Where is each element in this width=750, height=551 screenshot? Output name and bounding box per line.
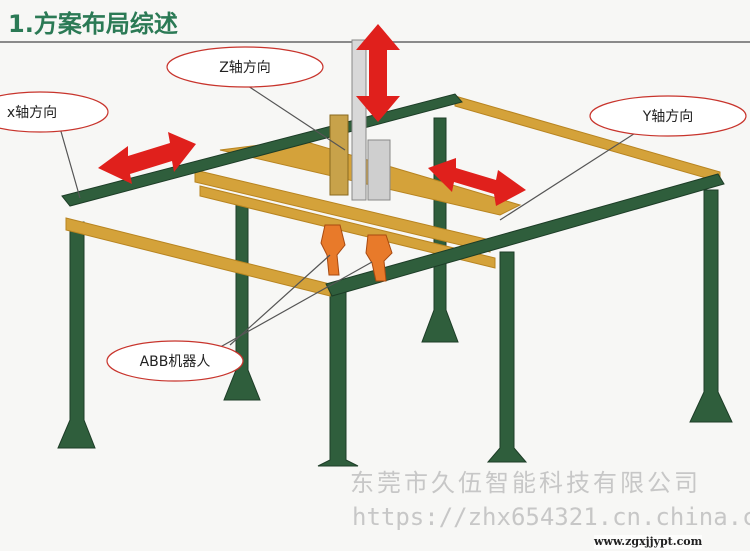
x-arrow-icon xyxy=(98,132,196,184)
z-column xyxy=(329,39,391,201)
site-watermark: www.zgxjjypt.com xyxy=(594,535,703,549)
yellow-beams xyxy=(65,95,721,297)
leg xyxy=(57,221,96,449)
url-watermark: https://zhx654321.cn.china.cn xyxy=(352,503,750,531)
x-axis-callout xyxy=(0,91,109,133)
leg xyxy=(689,189,733,423)
x-axis-label: x轴方向 xyxy=(7,105,57,121)
callouts xyxy=(0,46,747,382)
leg xyxy=(317,291,359,467)
robot-label: ABB机器人 xyxy=(140,354,211,370)
company-watermark: 东莞市久伍智能科技有限公司 xyxy=(350,469,701,497)
abb-robots xyxy=(320,224,393,282)
y-arrow-icon xyxy=(428,158,526,206)
leg xyxy=(486,251,528,463)
robot-callout xyxy=(106,340,244,382)
y-axis-callout xyxy=(589,95,747,137)
robot xyxy=(320,224,346,276)
z-axis-label: Z轴方向 xyxy=(219,60,271,76)
robot xyxy=(365,234,393,282)
y-axis-label: Y轴方向 xyxy=(642,109,694,125)
z-axis-callout xyxy=(166,46,324,88)
z-arrow-icon xyxy=(356,24,400,122)
page-title: 1.方案布局综述 xyxy=(8,10,178,38)
arrows xyxy=(98,24,526,206)
